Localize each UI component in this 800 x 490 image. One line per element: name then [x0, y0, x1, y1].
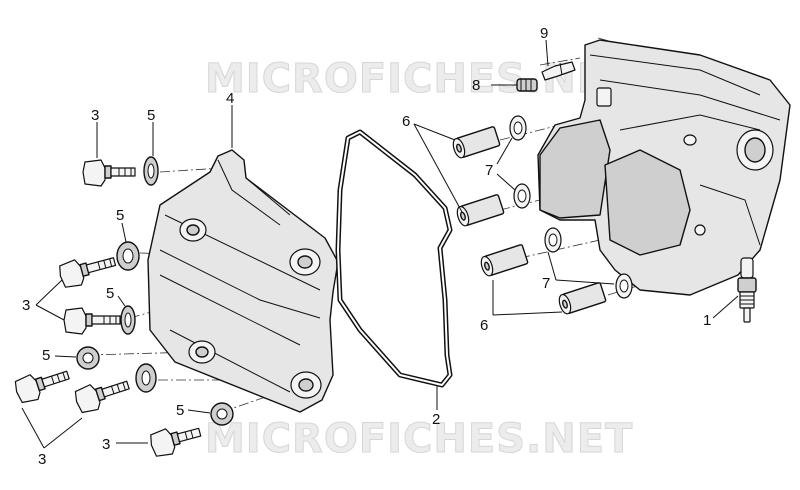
- sensor-part-8: [516, 78, 538, 92]
- watermark-bottom: MICROFICHES.NET: [205, 416, 633, 462]
- washers-part-7: [509, 115, 633, 299]
- callout-3-bottom-left: 3: [38, 451, 46, 468]
- callout-6-top: 6: [402, 113, 410, 130]
- callout-5-fifth: 5: [176, 402, 184, 419]
- bolts-part-3: [14, 159, 202, 457]
- watermark-top: MICROFICHES.NET: [205, 56, 633, 102]
- callout-2: 2: [432, 411, 440, 428]
- fitting-part-9: [541, 61, 576, 81]
- cylinder-head-assembly: [537, 39, 791, 296]
- callout-3-top: 3: [91, 107, 99, 124]
- callout-8: 8: [472, 77, 480, 94]
- leader-lines: [21, 39, 739, 449]
- callout-4: 4: [226, 90, 234, 107]
- callout-5-second: 5: [116, 207, 124, 224]
- dowel-sleeves-part-6: [452, 126, 607, 315]
- gasket-part-2: [335, 129, 453, 388]
- callout-7-top: 7: [485, 162, 493, 179]
- callout-5-third: 5: [106, 285, 114, 302]
- spark-plug-part-1: [737, 257, 757, 323]
- callout-6-bottom: 6: [480, 317, 488, 334]
- callout-3-mid: 3: [22, 297, 30, 314]
- callout-5-fourth: 5: [42, 347, 50, 364]
- callout-7-bottom: 7: [542, 275, 550, 292]
- callout-5-top: 5: [147, 107, 155, 124]
- callout-1: 1: [703, 312, 711, 329]
- callout-3-bottom: 3: [102, 436, 110, 453]
- callout-9: 9: [540, 25, 548, 42]
- washers-part-5: [76, 156, 234, 426]
- callout-labels: 9 8 4 5 3 6 7 5 5 3 7 6 1 5 5 2 3 3: [22, 25, 711, 468]
- valve-cover-part-4: [147, 149, 339, 413]
